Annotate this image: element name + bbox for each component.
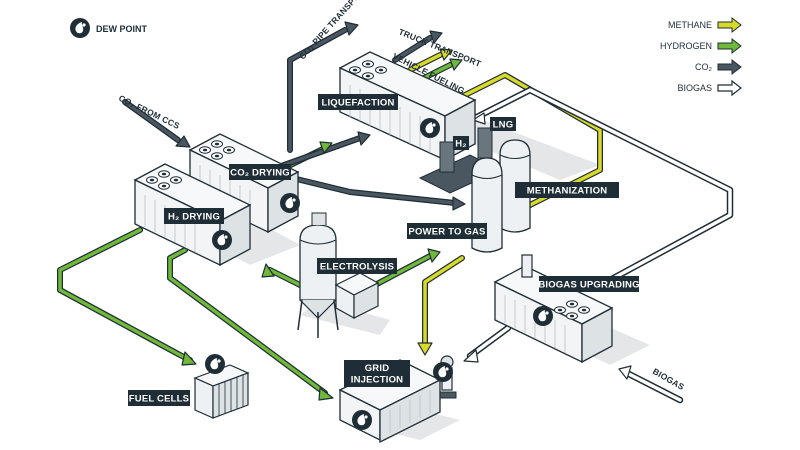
co2-pipe-arrowhead [344, 21, 359, 36]
h2-drying-label: H₂ DRYING [168, 212, 220, 223]
power-to-gas-label: POWER TO GAS [408, 227, 485, 238]
biogas-upgrading-tag: BIOGAS UPGRADING [538, 276, 639, 292]
h2-label: H₂ [455, 139, 466, 150]
grid-biogas-arrowhead [463, 349, 479, 363]
methane-out-arrowhead [439, 48, 453, 61]
co2-pipe-transport-label: CO₂ PIPE TRANSPORT [297, 0, 370, 61]
liquefaction-label: LIQUEFACTION [321, 98, 394, 109]
co2-from-ccs-label: CO₂ FROM CCS [117, 93, 181, 131]
legend-biogas-label: BIOGAS [677, 83, 712, 93]
lng-label: LNG [493, 120, 514, 131]
co2-arrow-icon [717, 58, 742, 76]
liquefaction-biogas-arrowhead [472, 112, 486, 125]
h2-tag: H₂ [453, 136, 469, 150]
dew-point-label: DEW POINT [96, 24, 148, 34]
power-to-gas-tag: POWER TO GAS [407, 223, 487, 239]
h2-drying-dew-point-icon [212, 230, 232, 250]
co2-drying-dew-point-icon [280, 193, 300, 213]
biogas-in-arrowhead [618, 365, 632, 380]
arrowheads [175, 21, 632, 401]
biogas-upgrading-unit [493, 254, 614, 364]
co2-ptg-arrowhead [452, 196, 466, 211]
electrolysis-label: ELECTROLYSIS [320, 262, 394, 273]
biogas-pipes [466, 86, 734, 404]
lng-tag: LNG [490, 117, 516, 131]
h2-drying-tag: H₂ DRYING [164, 208, 224, 224]
legend-hydrogen-label: HYDROGEN [660, 41, 712, 51]
grid-injection-tag: GRID INJECTION [344, 360, 410, 387]
grid-valve-dew-point-icon [433, 362, 453, 382]
ptg-h2-arrowhead [427, 248, 441, 263]
ccs-arrowhead [175, 135, 191, 148]
biogas-arrow-icon [717, 79, 742, 97]
co2-liquefaction-arrowhead [357, 131, 371, 146]
grid-h2-arrowhead [318, 387, 334, 401]
electrolysis-h2-arrowhead [261, 263, 275, 278]
liquefaction-dew-point-icon [420, 118, 440, 138]
grid-injection-label-line2: INJECTION [351, 375, 403, 386]
legend-methane: METHANE [668, 16, 742, 34]
legend: DEW POINT METHANE HYDROGEN CO₂ BIOGAS [70, 16, 742, 97]
biogas-upgrading-label: BIOGAS UPGRADING [538, 280, 639, 291]
co2-drying-tag: CO₂ DRYING [229, 164, 291, 180]
legend-methane-label: METHANE [668, 20, 712, 30]
liquefaction-h2-arrowhead [319, 141, 333, 154]
fuel-cells-tag: FUEL CELLS [128, 390, 190, 406]
grid-dew-point-icon [352, 410, 372, 430]
fuel-cells-unit [193, 354, 250, 419]
legend-co2: CO₂ [695, 58, 742, 76]
legend-biogas: BIOGAS [677, 79, 742, 97]
fuel-cells-dew-point-icon [205, 354, 225, 374]
dew-point-icon [70, 18, 90, 38]
legend-hydrogen: HYDROGEN [660, 37, 742, 55]
electrolysis-tag: ELECTROLYSIS [317, 258, 397, 274]
co2-drying-label: CO₂ DRYING [230, 168, 290, 179]
h2-out-arrowhead [449, 58, 463, 71]
unit-labels: LIQUEFACTION CO₂ DRYING H₂ DRYING H₂ LNG… [128, 94, 639, 406]
grid-methane-arrowhead [417, 342, 433, 356]
fuel-cells-label: FUEL CELLS [129, 394, 189, 405]
legend-co2-label: CO₂ [695, 62, 713, 72]
methanization-tag: METHANIZATION [515, 182, 619, 198]
liquefaction-tag: LIQUEFACTION [318, 94, 398, 110]
hydrogen-arrow-icon [717, 37, 742, 55]
biogas-upgrading-dew-point-icon [533, 306, 553, 326]
grid-injection-label-line1: GRID [365, 363, 390, 374]
truck-arrowhead [429, 30, 443, 44]
fuelcell-arrowhead [181, 351, 197, 366]
methanization-label: METHANIZATION [527, 186, 608, 197]
dew-point-legend: DEW POINT [70, 18, 148, 38]
methane-arrow-icon [717, 16, 742, 34]
